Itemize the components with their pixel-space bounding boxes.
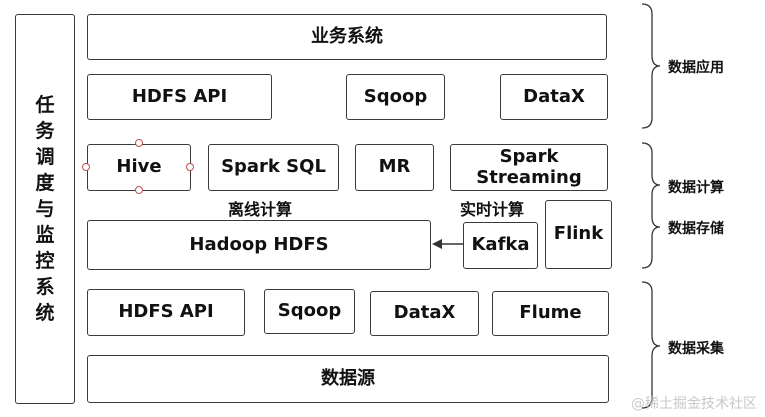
spark-streaming-label: Spark Streaming [476, 145, 582, 188]
business-system-box: 业务系统 [87, 14, 607, 60]
brace-data-application [641, 3, 661, 129]
task-scheduling-char: 系 [35, 276, 55, 298]
brace-data-compute [641, 142, 661, 200]
selection-handle-left[interactable] [82, 163, 90, 171]
selection-handle-top[interactable] [135, 139, 143, 147]
layer-data-compute: 数据计算 [668, 180, 724, 196]
task-scheduling-char: 度 [35, 172, 55, 194]
watermark: @稀土掘金技术社区 [631, 396, 757, 412]
selection-handle-bottom[interactable] [135, 186, 143, 194]
task-scheduling-char: 监 [35, 224, 55, 246]
brace-data-storage [641, 200, 661, 269]
spark-sql-box: Spark SQL [208, 144, 339, 191]
hive-box: Hive [87, 144, 191, 191]
task-scheduling-char: 统 [35, 302, 55, 324]
task-scheduling-system: 任务调度与监控系统 [15, 14, 75, 404]
task-scheduling-char: 任 [35, 94, 55, 116]
realtime-compute-label: 实时计算 [460, 200, 525, 219]
task-scheduling-char: 调 [35, 146, 55, 168]
offline-compute-label: 离线计算 [228, 200, 293, 219]
kafka-box: Kafka [463, 222, 538, 269]
hadoop-hdfs-box: Hadoop HDFS [87, 220, 431, 270]
flink-box: Flink [545, 200, 612, 269]
collect-hdfs-api-box: HDFS API [87, 289, 245, 336]
kafka-to-hdfs-arrow [432, 239, 463, 249]
app-sqoop-box: Sqoop [346, 74, 445, 120]
brace-data-collection [641, 281, 661, 409]
app-datax-box: DataX [500, 74, 608, 120]
spark-streaming-box: Spark Streaming [450, 144, 608, 191]
selection-handle-right[interactable] [186, 163, 194, 171]
app-hdfs-api-box: HDFS API [87, 74, 272, 120]
layer-data-collection: 数据采集 [668, 341, 724, 357]
collect-flume-box: Flume [492, 291, 609, 336]
task-scheduling-char: 与 [35, 198, 55, 220]
collect-sqoop-box: Sqoop [264, 289, 355, 334]
data-source-box: 数据源 [87, 355, 609, 403]
task-scheduling-char: 控 [35, 250, 55, 272]
collect-datax-box: DataX [370, 291, 479, 336]
mr-box: MR [355, 144, 434, 191]
layer-data-storage: 数据存储 [668, 221, 724, 237]
task-scheduling-char: 务 [35, 120, 55, 142]
layer-data-application: 数据应用 [668, 60, 724, 76]
